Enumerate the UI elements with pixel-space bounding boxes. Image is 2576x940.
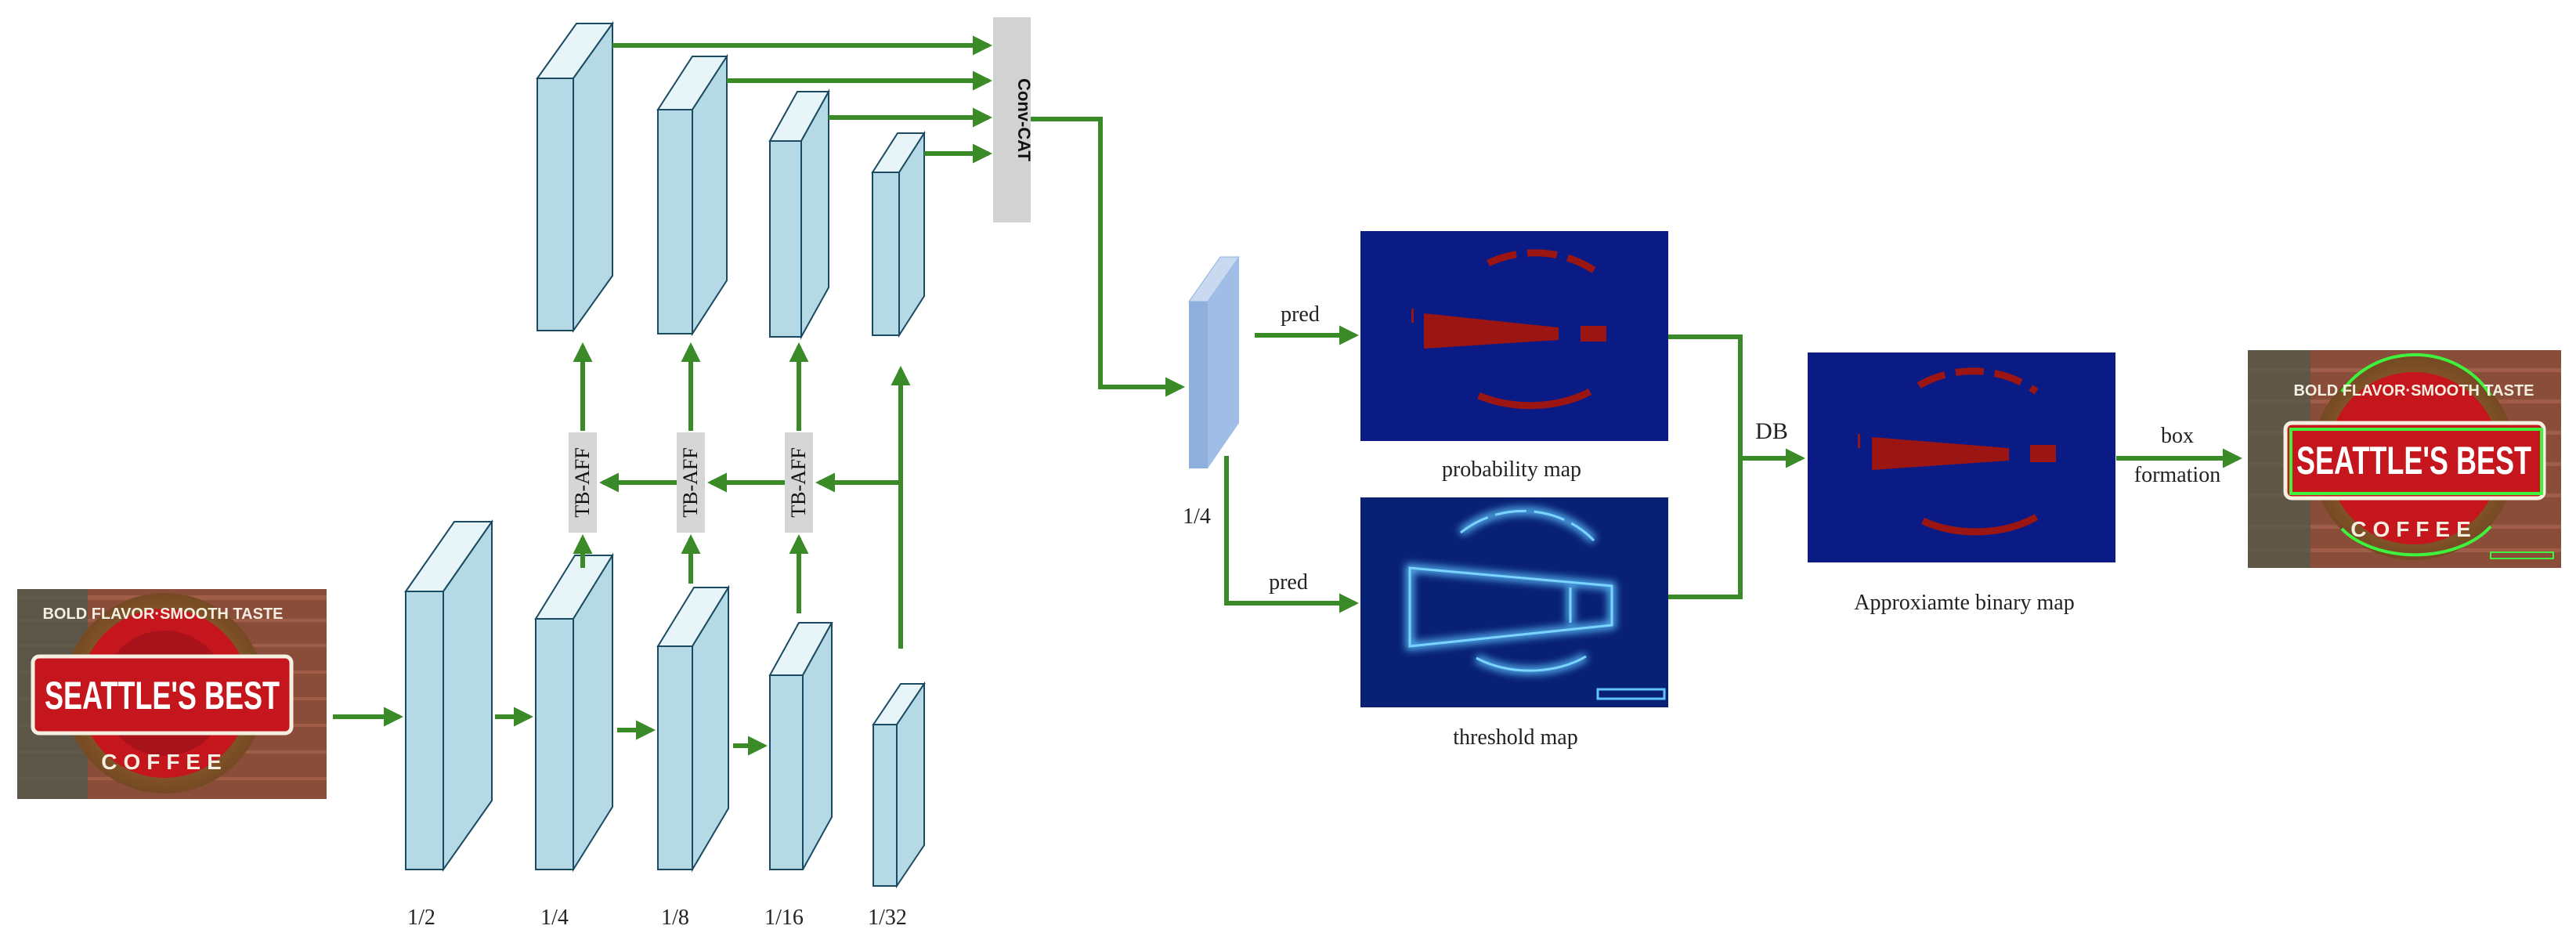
tb-aff-label-1: TB-AFF [571, 447, 594, 518]
block-1-2 [404, 519, 493, 873]
pyramid-block-3 [768, 89, 830, 340]
output-sign-bottom-text: COFFEE [2350, 517, 2477, 541]
block-1-4 [534, 552, 614, 873]
conv-cat-label: Conv-CAT [1014, 78, 1034, 161]
pyramid-block-4 [871, 130, 926, 338]
tb-aff-module-3: TB-AFF [785, 432, 813, 533]
pyramid-blocks [536, 20, 926, 340]
scale-label-1-16: 1/16 [764, 906, 804, 930]
sign-main-text: SEATTLE'S BEST [45, 674, 280, 718]
scale-label-1-4: 1/4 [540, 906, 569, 930]
arrows [333, 35, 2243, 756]
pyramid-block-2 [656, 53, 728, 337]
tb-aff-label-3: TB-AFF [787, 447, 810, 518]
input-image: BOLD FLAVOR·SMOOTH TASTE SEATTLE'S BEST … [17, 589, 327, 799]
block-1-16 [768, 622, 833, 870]
tb-aff-modules: TB-AFF TB-AFF TB-AFF [569, 432, 813, 533]
tb-aff-label-2: TB-AFF [679, 447, 702, 518]
box-formation-label-2: formation [2134, 463, 2220, 487]
scale-label-1-8: 1/8 [661, 906, 689, 930]
tb-aff-module-2: TB-AFF [677, 432, 705, 533]
conv-cat-module: Conv-CAT [993, 17, 1034, 222]
feature-map [1188, 256, 1240, 468]
line-maps-bracket [1668, 334, 1743, 599]
sign-bottom-text: COFFEE [101, 750, 228, 774]
backbone-blocks [404, 519, 926, 889]
binary-map [1808, 352, 2115, 562]
arrow-pred-threshold [1224, 456, 1360, 613]
threshold-map [1360, 497, 1668, 707]
pred-label-bottom: pred [1269, 570, 1308, 595]
pred-label-top: pred [1281, 302, 1320, 327]
tb-aff-module-1: TB-AFF [569, 432, 597, 533]
pyramid-block-1 [536, 20, 614, 334]
arrow-cat-to-feature [1031, 117, 1186, 397]
binary-map-label: Approxiamte binary map [1854, 591, 2074, 615]
probability-map-label: probability map [1442, 457, 1581, 482]
block-1-32 [872, 681, 926, 889]
probability-map [1360, 231, 1668, 441]
labels: 1/2 1/4 1/8 1/16 1/32 1/4 pred pred prob… [407, 302, 2220, 930]
output-sign-main-text: SEATTLE'S BEST [2296, 439, 2531, 483]
sign-line1-text: BOLD FLAVOR·SMOOTH TASTE [42, 606, 283, 623]
db-label: DB [1755, 418, 1788, 444]
feature-scale-label: 1/4 [1183, 504, 1211, 529]
scale-label-1-32: 1/32 [868, 906, 907, 930]
output-sign-line1-text: BOLD FLAVOR·SMOOTH TASTE [2293, 382, 2534, 400]
box-formation-label-1: box [2161, 424, 2194, 448]
block-1-8 [656, 584, 730, 873]
scale-label-1-2: 1/2 [407, 906, 435, 930]
threshold-map-label: threshold map [1453, 725, 1577, 750]
output-image: BOLD FLAVOR·SMOOTH TASTE SEATTLE'S BEST … [2248, 350, 2561, 568]
